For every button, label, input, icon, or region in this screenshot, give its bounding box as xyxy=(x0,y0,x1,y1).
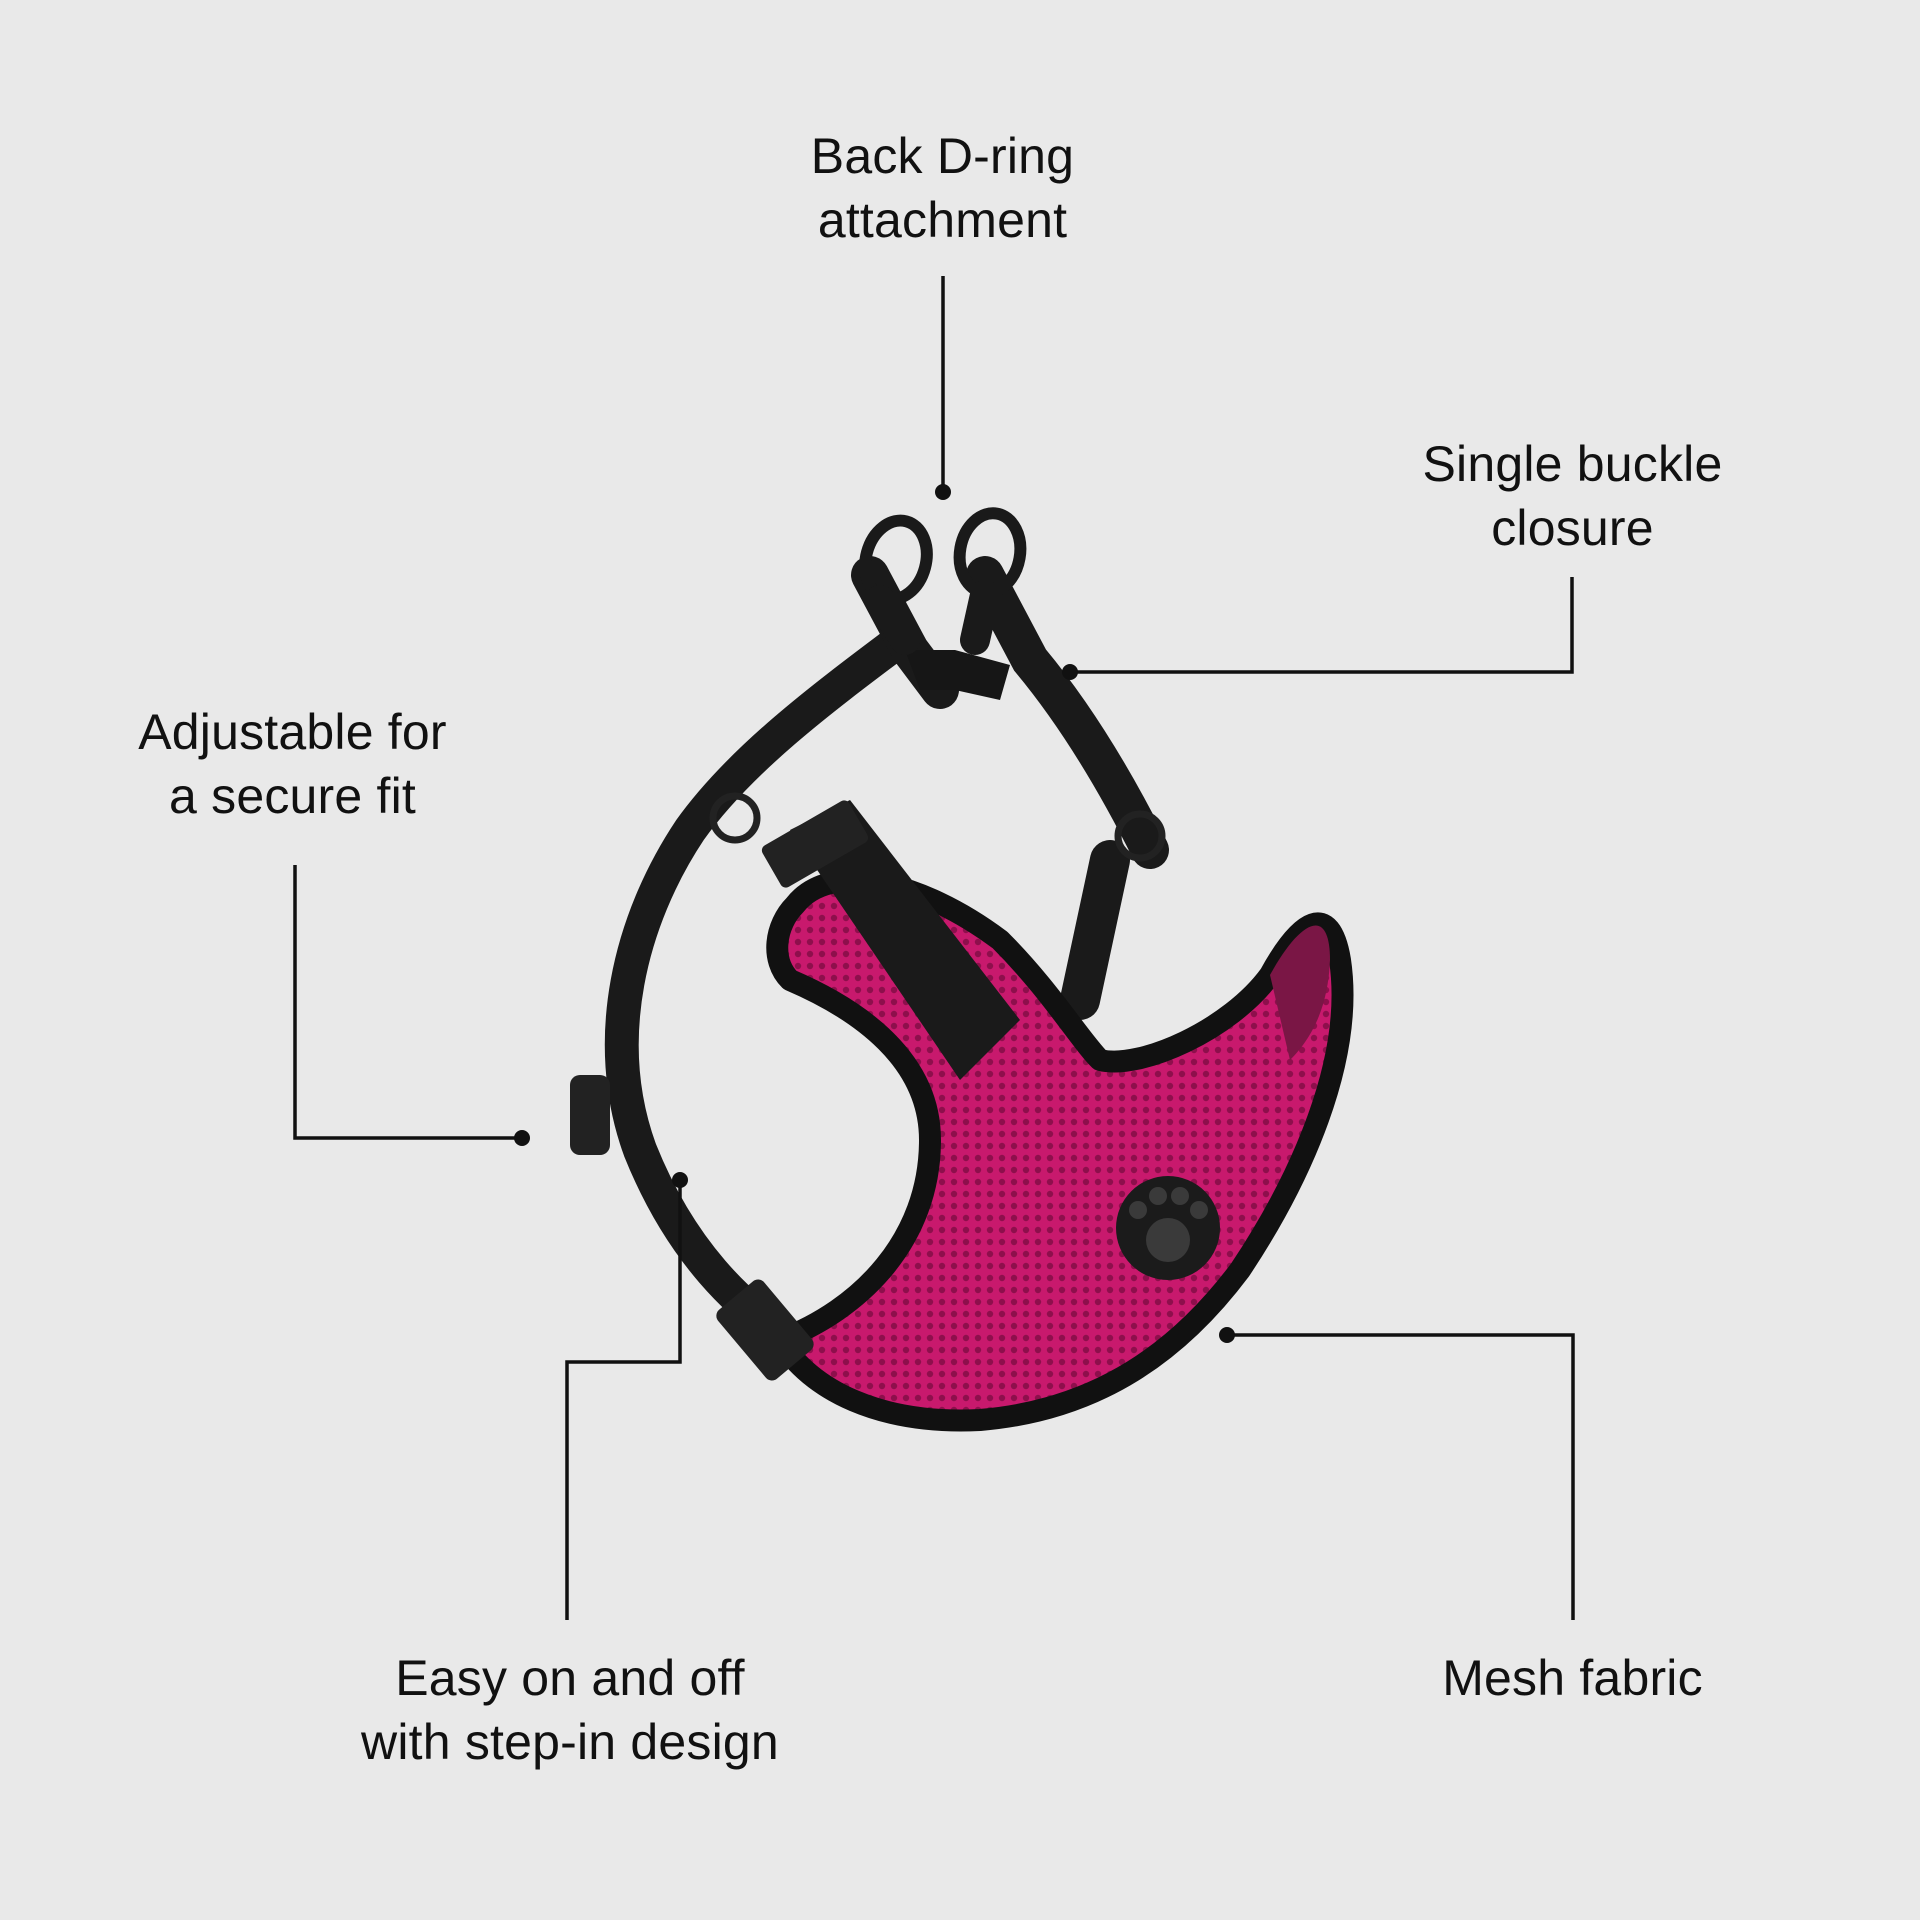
right-vertical-strap xyxy=(1060,840,1130,1020)
right-strap xyxy=(966,556,1169,869)
callout-single-buckle: Single buckle closure xyxy=(1390,432,1755,560)
slider-adjuster xyxy=(761,800,869,888)
dot-mesh-fabric xyxy=(1219,1327,1235,1343)
callout-adjustable-line2: a secure fit xyxy=(169,768,416,824)
buckle xyxy=(905,650,1010,700)
leader-step-in xyxy=(565,1180,682,1620)
callout-back-dring: Back D-ring attachment xyxy=(760,124,1125,252)
left-strap xyxy=(604,623,917,1362)
dot-back-dring xyxy=(935,484,951,500)
chest-strap xyxy=(790,800,1020,1080)
callout-mesh-fabric-line1: Mesh fabric xyxy=(1442,1650,1703,1706)
dot-single-buckle xyxy=(1062,664,1078,680)
callout-adjustable-line1: Adjustable for xyxy=(138,704,447,760)
leader-dots xyxy=(514,484,1235,1343)
leader-lines xyxy=(293,276,1575,1620)
callout-step-in-line1: Easy on and off xyxy=(395,1650,745,1706)
paw-logo-badge xyxy=(1116,1176,1220,1280)
callout-step-in-line2: with step-in design xyxy=(361,1714,779,1770)
dog-harness xyxy=(570,507,1354,1432)
callout-back-dring-line1: Back D-ring xyxy=(810,128,1075,184)
o-ring-left xyxy=(709,792,761,844)
callout-single-buckle-line2: closure xyxy=(1491,500,1654,556)
leader-mesh-fabric xyxy=(1227,1333,1575,1620)
dot-adjustable xyxy=(514,1130,530,1146)
callout-back-dring-line2: attachment xyxy=(817,192,1068,248)
leader-adjustable xyxy=(293,865,522,1140)
callout-step-in: Easy on and off with step-in design xyxy=(320,1646,820,1774)
dot-step-in xyxy=(672,1172,688,1188)
callout-adjustable: Adjustable for a secure fit xyxy=(110,700,475,828)
lower-adjuster xyxy=(716,1279,814,1381)
o-ring-right xyxy=(1114,810,1166,862)
callout-single-buckle-line1: Single buckle xyxy=(1422,436,1723,492)
inner-lining xyxy=(1270,925,1330,1060)
mesh-panel xyxy=(766,869,1354,1432)
side-adjuster xyxy=(570,1075,610,1155)
leader-single-buckle xyxy=(1070,577,1574,674)
callout-mesh-fabric: Mesh fabric xyxy=(1400,1646,1745,1710)
